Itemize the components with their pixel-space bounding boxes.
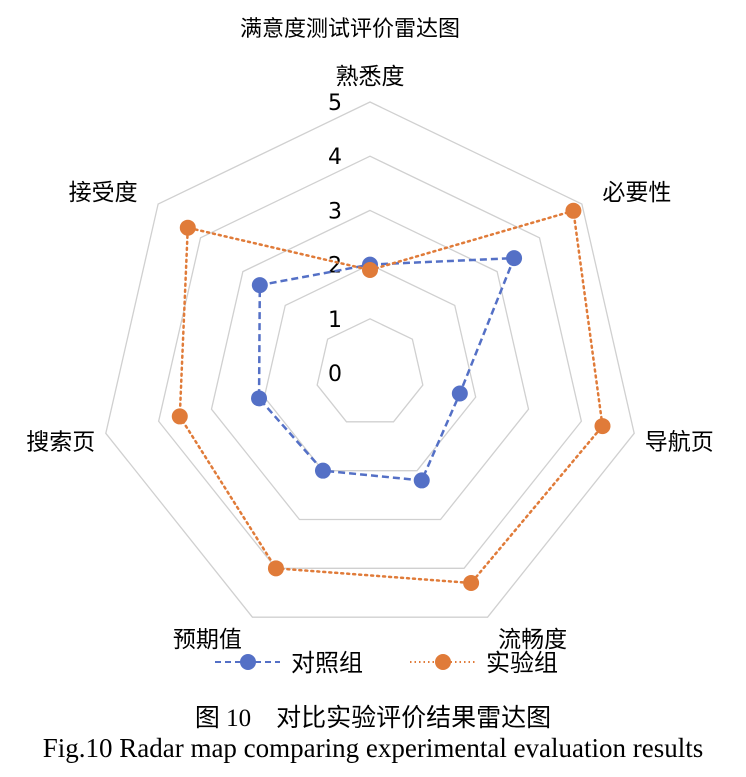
tick-label: 4	[328, 145, 342, 170]
tick-label: 3	[328, 199, 342, 224]
axis-label: 接受度	[69, 180, 138, 206]
data-point	[594, 418, 611, 435]
tick-label: 2	[328, 254, 342, 279]
caption-cn: 图 10 对比实验评价结果雷达图	[194, 705, 552, 732]
series-line	[257, 256, 516, 482]
axis-label: 搜索页	[26, 429, 95, 455]
grid-ring	[316, 318, 424, 423]
series-line	[178, 209, 604, 585]
grid-ring	[210, 209, 530, 521]
data-point	[251, 390, 268, 407]
legend-label: 对照组	[291, 649, 363, 677]
axis-label: 流畅度	[498, 627, 567, 653]
axis-label: 导航页	[645, 429, 714, 455]
data-point	[362, 262, 378, 279]
grid-ring	[105, 101, 635, 618]
tick-label: 5	[328, 91, 342, 116]
legend-marker	[435, 654, 451, 670]
data-point	[267, 560, 284, 577]
data-point	[506, 250, 523, 267]
data-point	[171, 408, 188, 425]
tick-label: 0	[328, 362, 342, 387]
data-point	[179, 219, 196, 236]
chart-title: 满意度测试评价雷达图	[240, 17, 460, 42]
tick-label: 1	[328, 308, 342, 333]
axis-label: 必要性	[602, 180, 671, 206]
data-point	[463, 574, 480, 591]
grid-ring	[157, 155, 583, 569]
axis-label: 预期值	[173, 627, 242, 653]
data-point	[413, 472, 430, 489]
data-point	[451, 385, 468, 402]
data-point	[565, 202, 582, 219]
data-point	[314, 462, 331, 479]
grid-ring	[263, 263, 477, 472]
legend-label: 实验组	[486, 649, 558, 677]
caption-en: Fig.10 Radar map comparing experimental …	[42, 733, 704, 763]
data-point	[251, 277, 268, 294]
axis-label: 熟悉度	[336, 64, 405, 90]
legend-marker	[240, 654, 256, 670]
